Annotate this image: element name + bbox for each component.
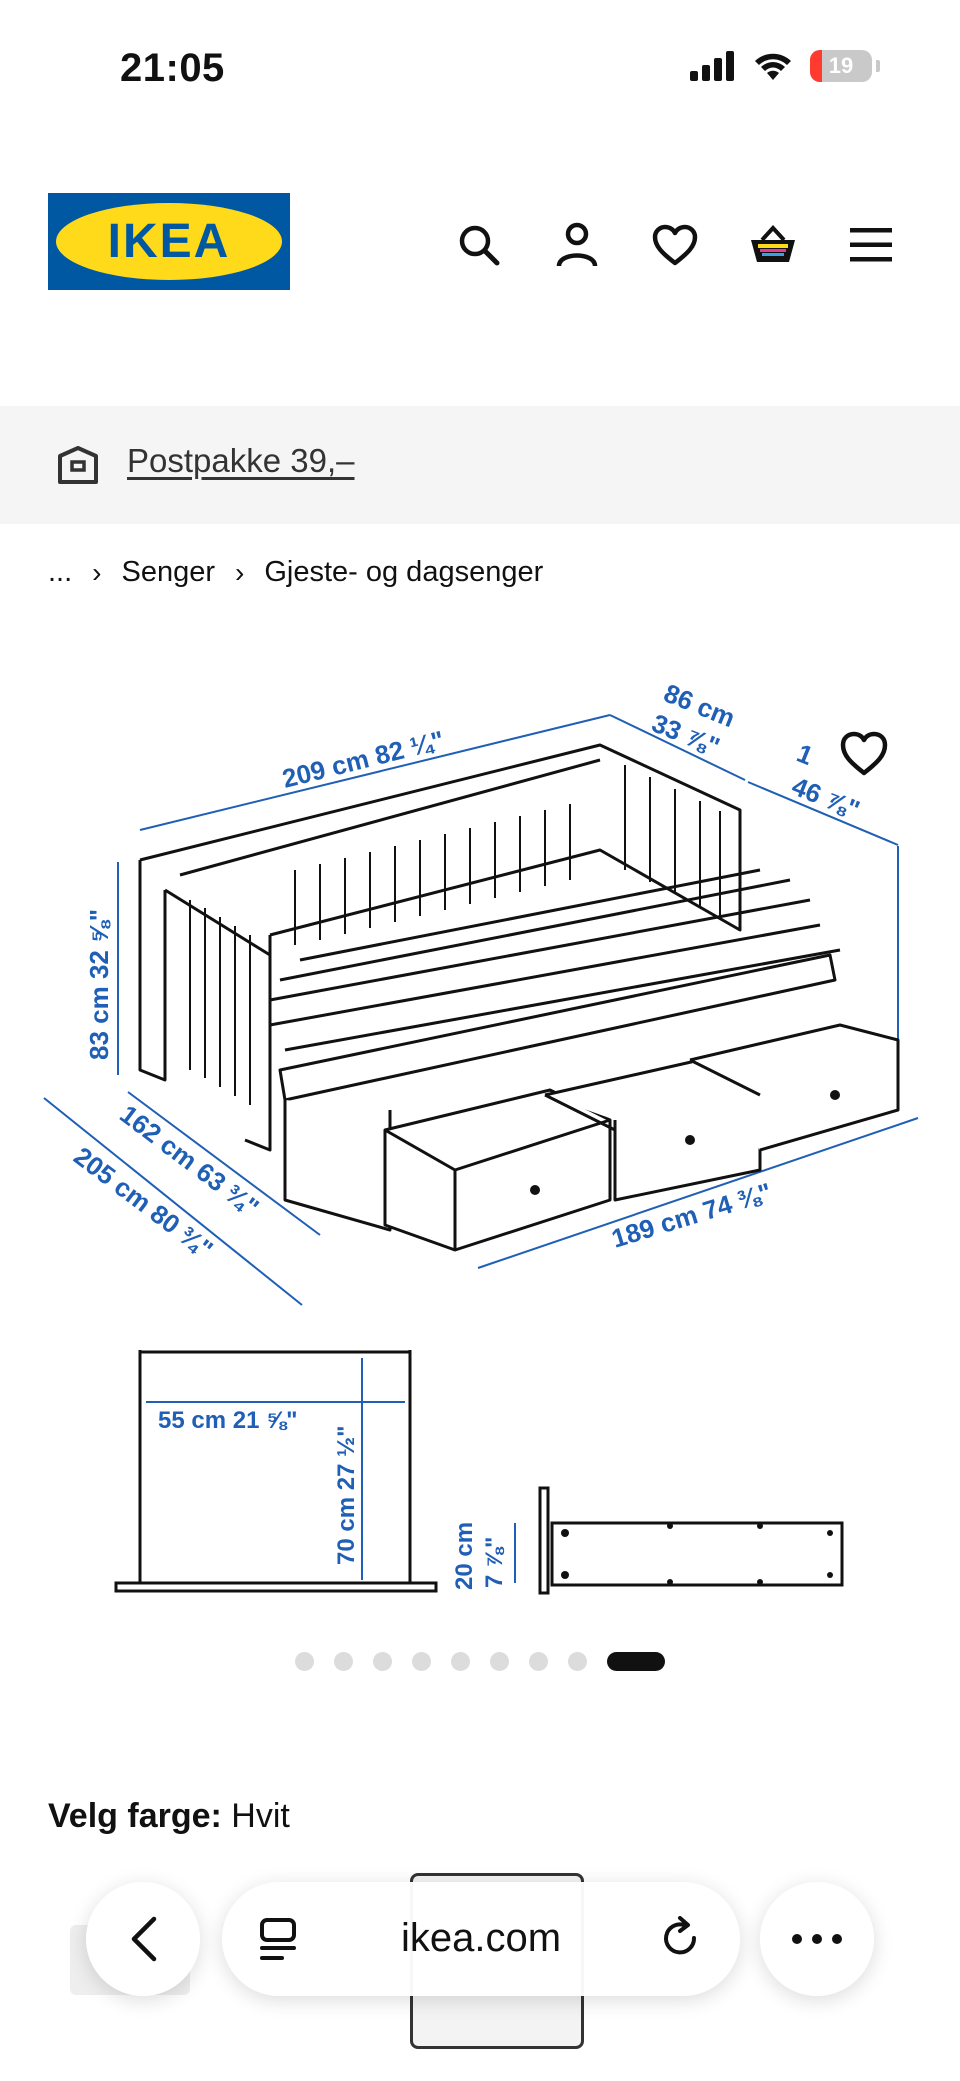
carousel-dot[interactable]	[490, 1652, 509, 1671]
ikea-logo[interactable]: IKEA	[48, 193, 290, 290]
status-icons: 19	[690, 50, 880, 82]
color-selector-label: Velg farge: Hvit	[48, 1797, 290, 1836]
carousel-dot[interactable]	[295, 1652, 314, 1671]
logo-text: IKEA	[107, 215, 231, 268]
more-options-button[interactable]	[760, 1882, 874, 1996]
carousel-dot[interactable]	[568, 1652, 587, 1671]
address-bar[interactable]: ikea.com	[222, 1882, 740, 1996]
product-dimension-drawing[interactable]: 209 cm 82 ¼" 86 cm 33 ⅞" 1 46 ⅞" 83 cm 3…	[0, 640, 960, 1620]
status-bar: 21:05 19	[0, 0, 960, 140]
user-icon[interactable]	[548, 216, 606, 274]
dim-drawer-cm: 20 cm	[451, 1522, 478, 1590]
image-carousel-indicator	[0, 1652, 960, 1671]
breadcrumb: ... › Senger › Gjeste- og dagsenger	[48, 556, 543, 589]
chevron-left-icon	[131, 1916, 157, 1962]
add-to-favourites-icon[interactable]	[838, 728, 890, 780]
ellipsis-icon	[792, 1934, 842, 1944]
menu-icon[interactable]	[842, 216, 900, 274]
back-button[interactable]	[86, 1882, 200, 1996]
promo-link[interactable]: Postpakke 39,–	[127, 442, 355, 479]
dim-inner-width: 55 cm 21 ⅝"	[158, 1407, 297, 1434]
battery-icon: 19	[810, 50, 872, 82]
url-text: ikea.com	[400, 1916, 562, 1960]
search-icon[interactable]	[450, 216, 508, 274]
tab-overview-icon[interactable]	[258, 1918, 298, 1962]
heart-icon[interactable]	[646, 216, 704, 274]
parcel-icon	[58, 446, 98, 484]
promo-banner: Postpakke 39,–	[0, 406, 960, 524]
color-label-title: Velg farge:	[48, 1797, 222, 1835]
dim-drawer-in: 7 ⅞"	[481, 1537, 508, 1588]
color-selected-value: Hvit	[231, 1797, 290, 1835]
carousel-dot[interactable]	[451, 1652, 470, 1671]
breadcrumb-senger[interactable]: Senger	[121, 556, 216, 588]
carousel-dot-active[interactable]	[607, 1652, 665, 1671]
basket-icon[interactable]	[744, 216, 802, 274]
carousel-dot[interactable]	[373, 1652, 392, 1671]
dim-height: 83 cm 32 ⅝"	[84, 909, 114, 1060]
breadcrumb-gjeste-dagsenger[interactable]: Gjeste- og dagsenger	[264, 556, 544, 588]
site-header: IKEA	[0, 180, 960, 300]
reload-icon[interactable]	[658, 1916, 702, 1962]
header-actions	[450, 216, 900, 274]
carousel-dot[interactable]	[334, 1652, 353, 1671]
carousel-dot[interactable]	[412, 1652, 431, 1671]
chevron-right-icon: ›	[92, 556, 102, 588]
status-time: 21:05	[120, 46, 225, 90]
breadcrumb-ellipsis[interactable]: ...	[48, 556, 73, 588]
carousel-dot[interactable]	[529, 1652, 548, 1671]
signal-icon	[690, 51, 734, 81]
dim-inner-height: 70 cm 27 ½"	[333, 1426, 360, 1565]
dim-side-cm: 1	[793, 738, 818, 771]
chevron-right-icon: ›	[235, 556, 245, 588]
dim-length-top: 209 cm 82 ¼"	[279, 725, 447, 794]
battery-level: 19	[828, 53, 854, 78]
wifi-icon	[755, 53, 791, 80]
